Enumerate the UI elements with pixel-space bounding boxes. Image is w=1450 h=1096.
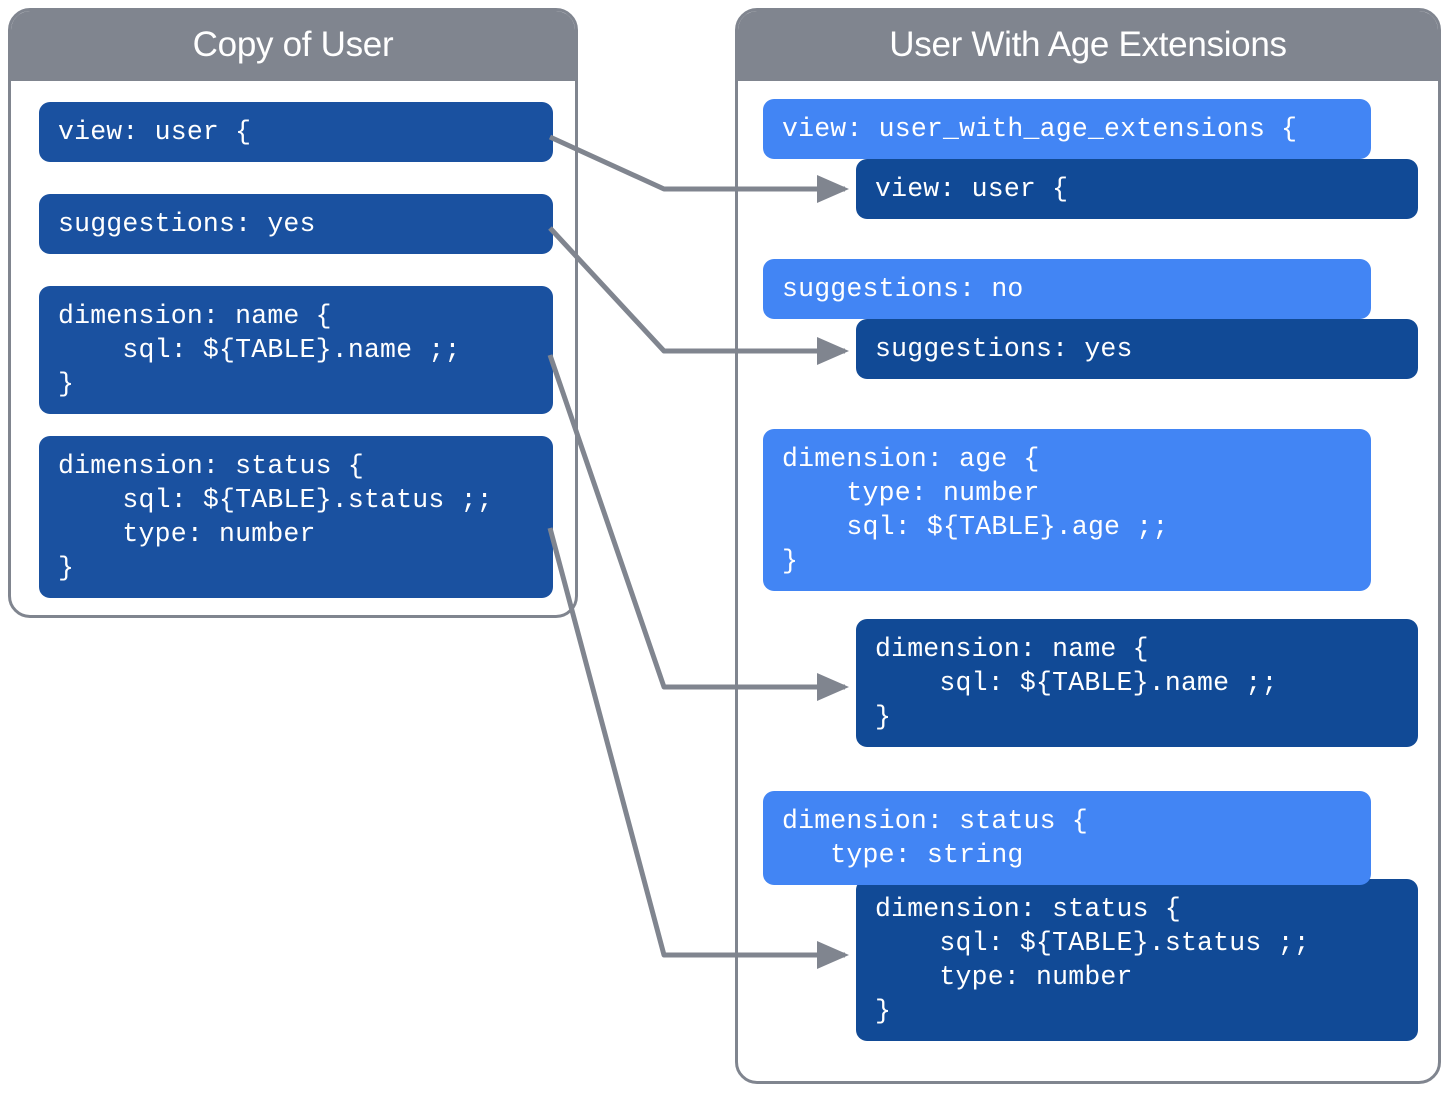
panel-right-title: User With Age Extensions xyxy=(738,11,1438,81)
code-block-left-dimension-status: dimension: status { sql: ${TABLE}.status… xyxy=(39,436,553,598)
code-block-right-view-inner: view: user { xyxy=(856,159,1418,219)
code-block-right-suggestions-inner: suggestions: yes xyxy=(856,319,1418,379)
code-block-right-dimension-status-inner: dimension: status { sql: ${TABLE}.status… xyxy=(856,879,1418,1041)
code-block-right-dimension-age: dimension: age { type: number sql: ${TAB… xyxy=(763,429,1371,591)
code-block-right-view-outer: view: user_with_age_extensions { xyxy=(763,99,1371,159)
code-block-right-dimension-status-outer: dimension: status { type: string xyxy=(763,791,1371,885)
code-block-right-suggestions-outer: suggestions: no xyxy=(763,259,1371,319)
panel-user-with-age-extensions: User With Age Extensions view: user_with… xyxy=(735,8,1441,1084)
panel-copy-of-user: Copy of User view: user { suggestions: y… xyxy=(8,8,578,618)
panel-left-title: Copy of User xyxy=(11,11,575,81)
code-block-right-dimension-name-inner: dimension: name { sql: ${TABLE}.name ;; … xyxy=(856,619,1418,747)
code-block-left-view: view: user { xyxy=(39,102,553,162)
code-block-left-dimension-name: dimension: name { sql: ${TABLE}.name ;; … xyxy=(39,286,553,414)
code-block-left-suggestions: suggestions: yes xyxy=(39,194,553,254)
